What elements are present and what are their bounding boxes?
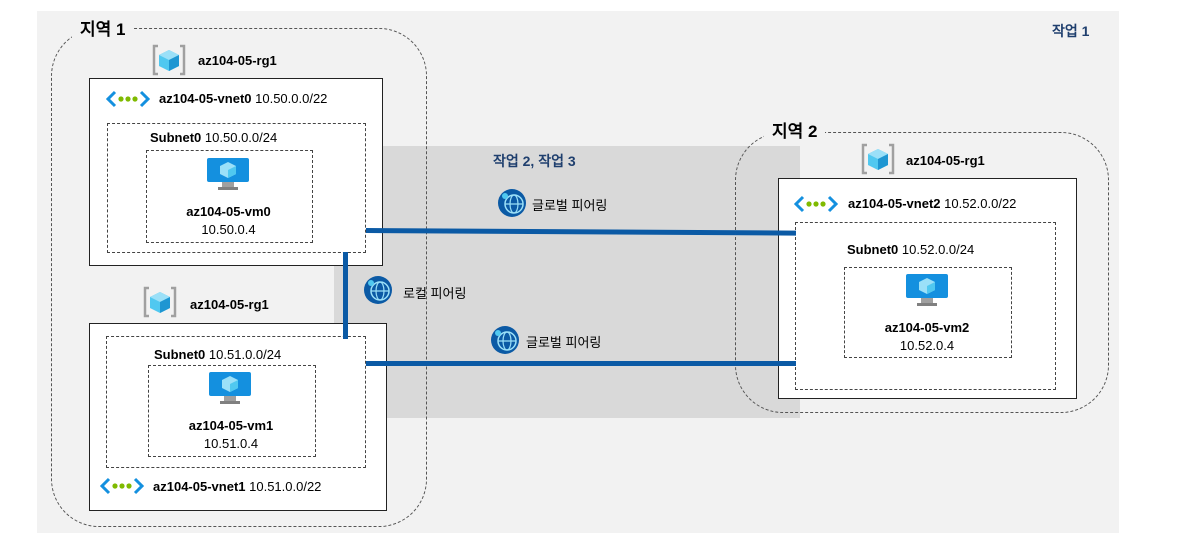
vnet0-subnet-label: Subnet0 10.50.0.0/24 <box>150 130 277 145</box>
task-1-label: 작업 1 <box>1052 23 1090 39</box>
vnet2-cidr: 10.52.0.0/22 <box>944 196 1017 211</box>
peering-globe-icon <box>489 324 521 356</box>
vnet2-subnet-box <box>795 222 1056 390</box>
vnet0-label: az104-05-vnet0 10.50.0.0/22 <box>159 91 327 106</box>
region-1 <box>51 28 427 527</box>
vnet2-subnet-label: Subnet0 10.52.0.0/24 <box>847 242 974 257</box>
vnet1-cidr: 10.51.0.0/22 <box>249 479 322 494</box>
vnet2-subnet-cidr: 10.52.0.0/24 <box>901 242 975 257</box>
global-peering-label-bottom: 글로벌 피어링 <box>526 335 602 350</box>
vnet0-subnet-name: Subnet0 <box>150 130 202 145</box>
global-peering-link-bottom <box>366 361 796 366</box>
vm1-name: az104-05-vm1 <box>188 418 274 433</box>
vm0-box <box>146 150 313 243</box>
vm-icon <box>206 157 250 191</box>
vnet-icon <box>100 476 144 496</box>
vnet2-subnet-name: Subnet0 <box>847 242 899 257</box>
resource-group-icon <box>860 143 896 175</box>
vnet1-subnet-box <box>106 336 366 468</box>
peering-globe-icon <box>362 274 394 306</box>
vm-icon <box>905 273 949 307</box>
vm2-name: az104-05-vm2 <box>884 320 970 335</box>
vnet0-cidr: 10.50.0.0/22 <box>255 91 328 106</box>
vnet2-name: az104-05-vnet2 <box>848 196 941 211</box>
vm2-box <box>844 267 1012 358</box>
peering-globe-icon <box>496 187 528 219</box>
vnet1-subnet-cidr: 10.51.0.0/24 <box>208 347 282 362</box>
vnet0-subnet-cidr: 10.50.0.0/24 <box>204 130 278 145</box>
vnet1-name: az104-05-vnet1 <box>153 479 246 494</box>
vnet1-box <box>89 323 387 511</box>
rg-r2-name: az104-05-rg1 <box>906 153 985 168</box>
vnet-icon <box>794 194 838 214</box>
resource-group-icon <box>151 44 187 76</box>
vnet0-name: az104-05-vnet0 <box>159 91 252 106</box>
vnet0-subnet-box <box>107 123 366 253</box>
resource-group-icon <box>142 286 178 318</box>
region-1-title: 지역 1 <box>72 15 134 40</box>
task-2-3-area <box>334 146 800 418</box>
rg-r1-bottom-name: az104-05-rg1 <box>190 297 269 312</box>
vnet1-subnet-label: Subnet0 10.51.0.0/24 <box>154 347 281 362</box>
vnet1-label: az104-05-vnet1 10.51.0.0/22 <box>153 479 321 494</box>
vm-icon <box>208 371 252 405</box>
region-2 <box>735 132 1109 413</box>
region-2-title: 지역 2 <box>764 117 826 142</box>
vm0-name: az104-05-vm0 <box>186 204 271 219</box>
vm1-ip: 10.51.0.4 <box>203 436 259 451</box>
vm1-box <box>148 365 316 457</box>
local-peering-label: 로컬 피어링 <box>403 286 467 301</box>
task-2-3-label: 작업 2, 작업 3 <box>493 153 576 169</box>
global-peering-label-top: 글로벌 피어링 <box>532 198 608 213</box>
vnet1-subnet-name: Subnet0 <box>154 347 206 362</box>
vm0-ip: 10.50.0.4 <box>201 222 256 237</box>
local-peering-link <box>343 252 348 339</box>
vm2-ip: 10.52.0.4 <box>899 338 955 353</box>
vnet2-label: az104-05-vnet2 10.52.0.0/22 <box>848 196 1016 211</box>
rg-r1-top-name: az104-05-rg1 <box>198 53 277 68</box>
vnet-icon <box>106 89 150 109</box>
